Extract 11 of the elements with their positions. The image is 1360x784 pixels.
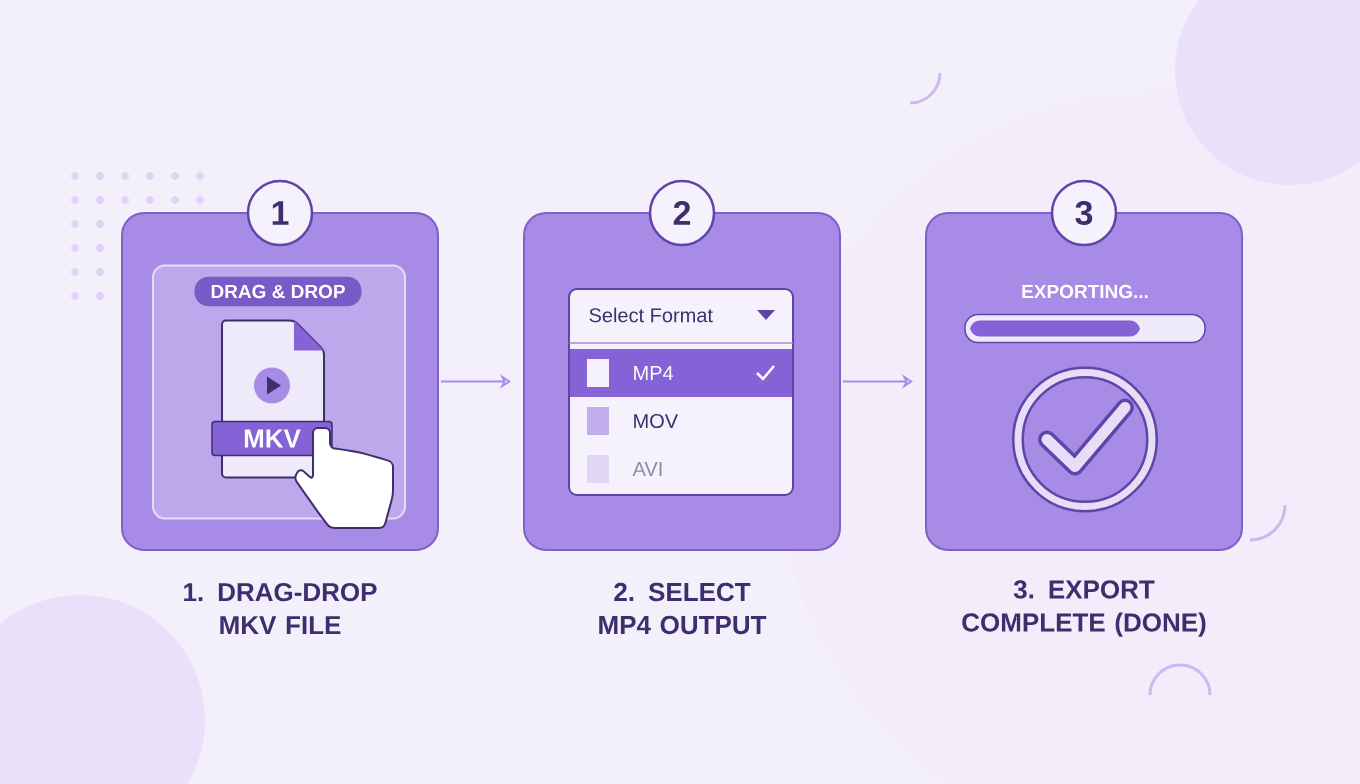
menu-option: AVI [587,455,662,483]
step-number: 1 [246,179,314,247]
dropdown-header: Select Format [589,307,775,323]
step-caption: 2. SELECT MP4 OUTPUT [599,582,767,635]
selected-option: MP4 [570,349,792,397]
menu-option: MOV [587,407,678,435]
step-number: 3 [1050,179,1118,247]
step-caption: 3. EXPORT COMPLETE (DONE) [962,580,1206,637]
progress-label: EXPORTING... [1022,284,1148,299]
step-number: 2 [648,179,716,247]
step-caption: 1. DRAG-DROP MKV FILE [184,582,377,635]
